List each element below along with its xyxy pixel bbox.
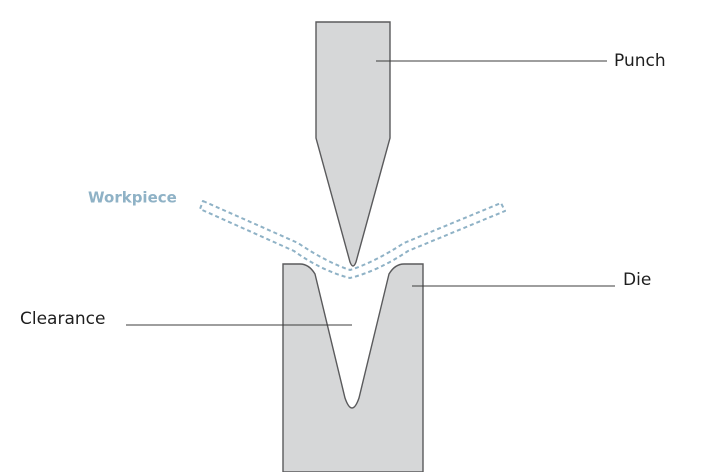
workpiece-outline: [199, 200, 506, 279]
die-label: Die: [623, 270, 651, 290]
clearance-label: Clearance: [20, 309, 105, 329]
workpiece-label: Workpiece: [88, 189, 177, 207]
punch-label: Punch: [614, 51, 666, 71]
die-shape: [282, 263, 424, 472]
punch-shape: [315, 21, 391, 267]
